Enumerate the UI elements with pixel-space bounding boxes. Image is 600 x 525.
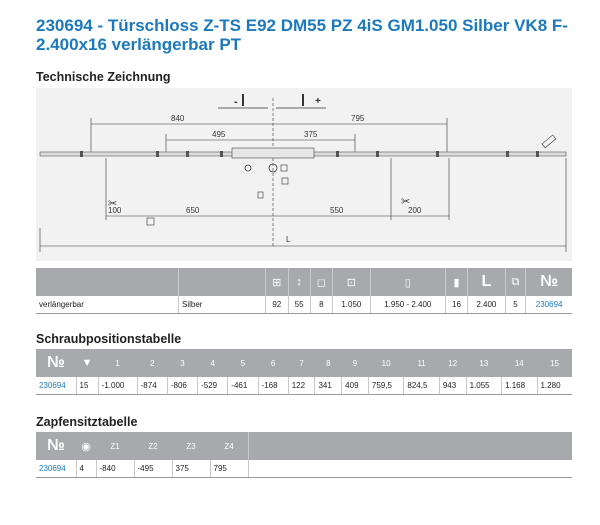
screw-cell: 409 xyxy=(341,377,369,395)
dim-795: 795 xyxy=(351,114,365,123)
screw-cell: -806 xyxy=(166,377,198,395)
col-header: 5 xyxy=(227,349,259,377)
minus-sign: - xyxy=(234,96,238,108)
scissors-icon: ✂ xyxy=(401,196,410,208)
pin-cell: 375 xyxy=(171,460,210,478)
col-header: 14 xyxy=(501,349,538,377)
dim-840: 840 xyxy=(171,114,185,123)
dim-L: L xyxy=(286,235,291,244)
package-icon: ⧉ xyxy=(504,268,526,296)
col-header: Z3 xyxy=(172,432,210,460)
col-header: 1 xyxy=(98,349,138,377)
screw-table-header: № ▼ 1 2 3 4 5 6 7 8 9 10 11 12 13 14 15 xyxy=(36,349,572,377)
technical-drawing: - + 840 795 495 375 xyxy=(36,88,572,261)
range-icon: ▯ xyxy=(369,268,446,296)
spec-cell: 8 xyxy=(309,296,333,314)
pin-table-header: № ◉ Z1 Z2 Z3 Z4 xyxy=(36,432,572,460)
number-label: № xyxy=(36,432,76,460)
screw-cell: -529 xyxy=(197,377,228,395)
col-header: Z2 xyxy=(134,432,172,460)
spec-cell: Silber xyxy=(178,296,266,314)
col-header: 13 xyxy=(466,349,502,377)
dim-375: 375 xyxy=(304,130,318,139)
number-label: № xyxy=(36,349,76,377)
article-link[interactable]: 230694 xyxy=(36,377,76,395)
backset-icon: ⊞ xyxy=(265,268,289,296)
screw-cell: 15 xyxy=(75,377,99,395)
pin-cell: 4 xyxy=(75,460,96,478)
spec-cell: 55 xyxy=(287,296,311,314)
spec-cell: 2.400 xyxy=(467,296,506,314)
page-title: 230694 - Türschloss Z-TS E92 DM55 PZ 4iS… xyxy=(36,16,568,54)
col-header: 9 xyxy=(341,349,369,377)
screw-icon xyxy=(302,94,304,106)
screw-cell: 943 xyxy=(438,377,467,395)
spec-cell: verlängerbar xyxy=(36,296,179,314)
screw-cell: -168 xyxy=(257,377,289,395)
screw-cell: -1.000 xyxy=(97,377,138,395)
col-header: 6 xyxy=(258,349,289,377)
dim-200: 200 xyxy=(408,206,422,215)
col-header: Z4 xyxy=(210,432,249,460)
screw-heading: Schraubpositionstabelle xyxy=(36,332,182,346)
screw-icon: ▼ xyxy=(76,349,99,377)
screw-cell: 1.055 xyxy=(465,377,502,395)
number-label: № xyxy=(525,268,572,296)
spec-table: ⊞ ↕ ◻ ⊡ ▯ ▮ L ⧉ № verlängerbar Silber 92… xyxy=(36,268,572,314)
col-header: 4 xyxy=(197,349,228,377)
screw-icon xyxy=(242,94,244,106)
plus-sign: + xyxy=(315,96,321,107)
col-header: 3 xyxy=(167,349,198,377)
screw-cell: 1.280 xyxy=(536,377,572,395)
spec-cell: 1.950 - 2.400 xyxy=(369,296,446,314)
pin-heading: Zapfensitztabelle xyxy=(36,415,138,429)
screw-row: 230694 15 -1.000 -874 -806 -529 -461 -16… xyxy=(36,377,572,395)
pin-cell: -840 xyxy=(95,460,134,478)
col-header: 8 xyxy=(314,349,342,377)
spec-cell: 92 xyxy=(265,296,289,314)
dim-550: 550 xyxy=(330,206,344,215)
article-link[interactable]: 230694 xyxy=(36,460,76,478)
faceplate-icon: ▮ xyxy=(444,268,468,296)
screw-cell: -461 xyxy=(227,377,259,395)
dim-100: 100 xyxy=(108,206,122,215)
spec-table-header: ⊞ ↕ ◻ ⊡ ▯ ▮ L ⧉ № xyxy=(36,268,572,296)
pin-table: № ◉ Z1 Z2 Z3 Z4 230694 4 -840 -495 375 7… xyxy=(36,432,572,478)
drawing-heading: Technische Zeichnung xyxy=(36,70,171,84)
pin-cell: 795 xyxy=(209,460,249,478)
scissors-icon: ✂ xyxy=(108,198,117,210)
square-icon: ◻ xyxy=(309,268,333,296)
col-header: Z1 xyxy=(96,432,134,460)
pin-row: 230694 4 -840 -495 375 795 xyxy=(36,460,572,478)
spec-cell: 1.050 xyxy=(332,296,371,314)
col-header: 10 xyxy=(368,349,404,377)
col-header: 11 xyxy=(403,349,440,377)
screw-cell: -874 xyxy=(136,377,168,395)
spec-cell: 16 xyxy=(444,296,468,314)
screw-table: № ▼ 1 2 3 4 5 6 7 8 9 10 11 12 13 14 15 … xyxy=(36,349,572,395)
spec-row: verlängerbar Silber 92 55 8 1.050 1.950 … xyxy=(36,296,572,314)
distance-icon: ↕ xyxy=(287,268,311,296)
screw-cell: 341 xyxy=(314,377,342,395)
end-piece-icon xyxy=(541,134,557,149)
col-header: 12 xyxy=(439,349,467,377)
screw-cell: 824,5 xyxy=(403,377,440,395)
length-label: L xyxy=(467,268,506,296)
screw-cell: 759,5 xyxy=(367,377,404,395)
lock-case xyxy=(231,147,315,159)
pin-cell: -495 xyxy=(133,460,172,478)
article-link[interactable]: 230694 xyxy=(525,296,572,314)
screw-cell: 1.168 xyxy=(501,377,538,395)
col-header: 7 xyxy=(288,349,315,377)
screw-cell: 122 xyxy=(287,377,315,395)
height-icon: ⊡ xyxy=(332,268,371,296)
dim-495: 495 xyxy=(212,130,226,139)
spec-cell: 5 xyxy=(504,296,526,314)
col-header: 2 xyxy=(137,349,168,377)
col-header: 15 xyxy=(537,349,572,377)
pin-icon: ◉ xyxy=(76,432,96,460)
dim-650: 650 xyxy=(186,206,200,215)
